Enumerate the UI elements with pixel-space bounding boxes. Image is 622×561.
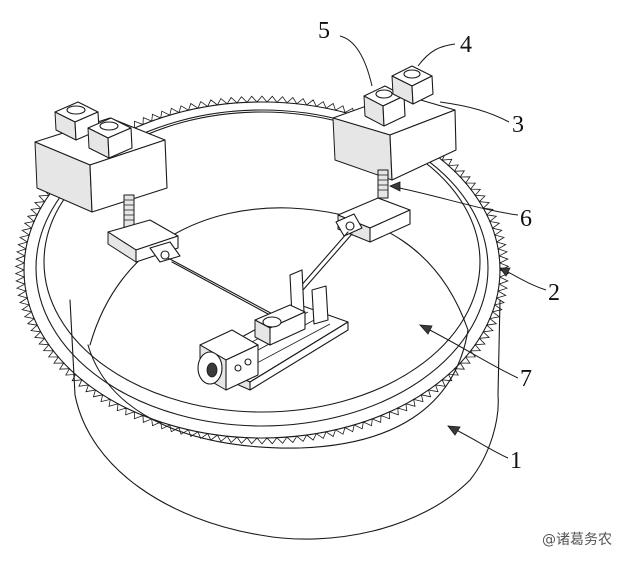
label-5: 5 [318,18,330,44]
left-motor-b [87,117,133,159]
left-mount-block [34,101,181,263]
label-2: 2 [548,280,560,306]
watermark: @诸葛务农 [542,532,612,548]
label-3: 3 [512,112,524,138]
base-cylinder [69,299,501,540]
arrow-2 [499,267,511,277]
inner-bowl [43,111,481,449]
arrow-6 [389,181,401,192]
carriage [197,269,349,391]
motor-4 [391,65,434,105]
label-1: 1 [510,448,522,474]
label-6: 6 [520,206,532,232]
drive-motor [197,329,259,391]
label-4: 4 [460,32,472,58]
arrow-1 [447,425,461,436]
right-mount-block [332,65,457,243]
label-7: 7 [520,366,532,392]
arrow-7 [419,324,433,335]
